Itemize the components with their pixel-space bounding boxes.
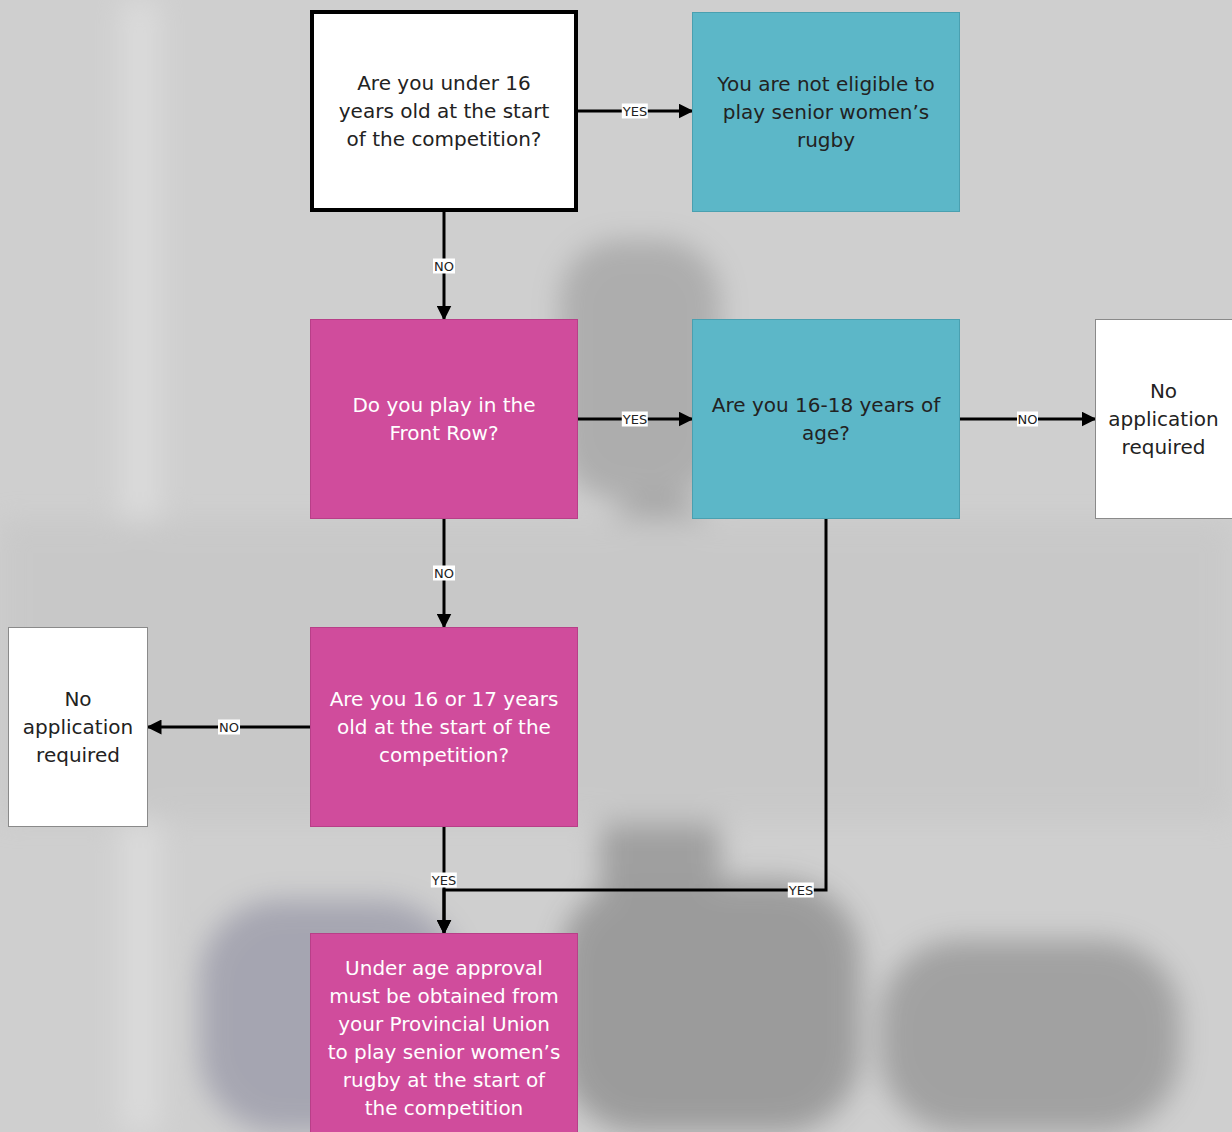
outcome-box: You are not eligible to play senior wome… — [692, 12, 960, 212]
text-stack: Are you 16 or 17 years old at the start … — [325, 685, 563, 769]
text-stack: Are you under 16 years old at the start … — [328, 69, 560, 153]
node-text: Are you 16 or 17 years old at the start … — [325, 685, 563, 769]
text-stack: No application required — [23, 685, 133, 769]
text-stack: Do you play in the Front Row? — [325, 391, 563, 447]
node-text: Are you 16-18 years of age? — [707, 391, 945, 447]
text-stack: Under age approval must be obtained from… — [325, 954, 563, 1122]
edge-label: NO — [433, 258, 455, 273]
node-text: Under age approval must be obtained from… — [325, 954, 563, 1122]
outcome-box: No application required — [1095, 319, 1232, 519]
edge-label: YES — [622, 104, 648, 119]
outcome-box: Under age approval must be obtained from… — [310, 933, 578, 1132]
edge-label: NO — [1017, 412, 1039, 427]
decision-box: Are you 16 or 17 years old at the start … — [310, 627, 578, 827]
edge-label: NO — [433, 566, 455, 581]
node-text: You are not eligible to play senior wome… — [707, 70, 945, 154]
start-question-box: Are you under 16 years old at the start … — [310, 10, 578, 212]
decision-box: Are you 16-18 years of age? — [692, 319, 960, 519]
text-stack: You are not eligible to play senior wome… — [707, 70, 945, 154]
node-text: No application required — [23, 685, 133, 769]
edge-label: NO — [218, 720, 240, 735]
edge-label: YES — [431, 873, 457, 888]
node-text: Do you play in the Front Row? — [325, 391, 563, 447]
text-stack: Are you 16-18 years of age? — [707, 391, 945, 447]
node-text: No application required — [1108, 377, 1218, 461]
node-text: Are you under 16 years old at the start … — [328, 69, 560, 153]
edge-label: YES — [788, 883, 814, 898]
outcome-box: No application required — [8, 627, 148, 827]
decision-box: Do you play in the Front Row? — [310, 319, 578, 519]
edge-label: YES — [622, 412, 648, 427]
text-stack: No application required — [1108, 377, 1218, 461]
